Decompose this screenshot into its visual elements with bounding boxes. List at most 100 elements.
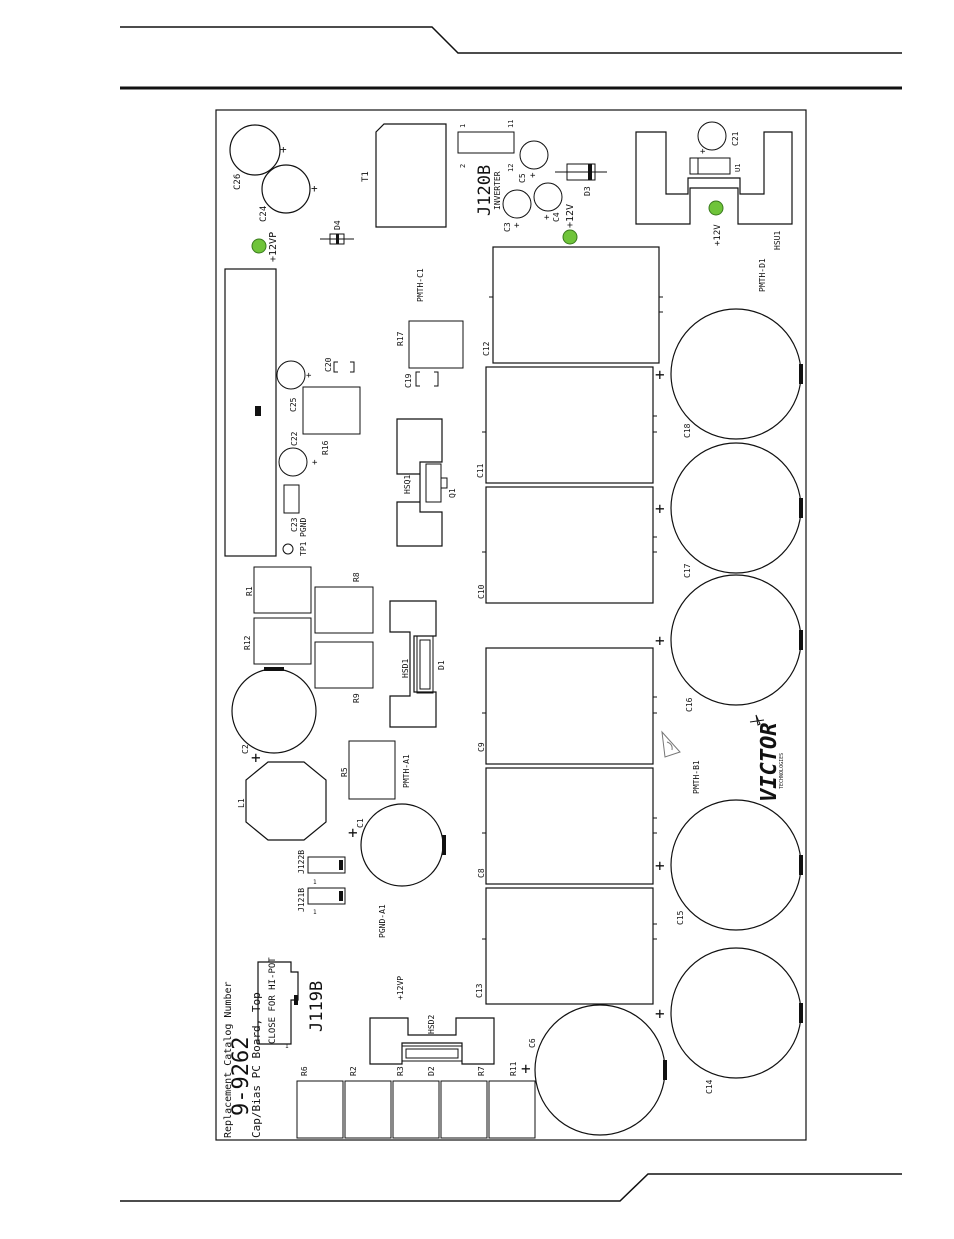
c1-band xyxy=(442,835,446,855)
j120b-connector xyxy=(457,131,515,154)
c5-plus: + xyxy=(530,171,536,181)
c26-capacitor xyxy=(229,124,281,176)
d3-label: D3 xyxy=(583,186,592,196)
hsd2-heatsink xyxy=(369,1017,495,1065)
c17-label: C17 xyxy=(683,563,692,578)
c26-plus: + xyxy=(280,143,287,156)
t1-transformer xyxy=(375,123,447,228)
c5-label: C5 xyxy=(518,173,527,183)
c8-film-capacitor xyxy=(485,767,654,885)
r6-resistor xyxy=(296,1080,344,1139)
j119b-label: J119B xyxy=(307,981,327,1032)
j120b-pin12: 12 xyxy=(507,164,515,172)
d1-diode xyxy=(416,635,434,694)
c12-film-capacitor xyxy=(492,246,660,364)
c18-label: C18 xyxy=(683,423,692,438)
j120b-label: J120B xyxy=(475,165,495,216)
pmth-d1-label: PMTH-D1 xyxy=(758,258,767,292)
c3-plus: + xyxy=(514,221,520,231)
r12-label: R12 xyxy=(243,635,252,650)
j121b-pin1: 1 xyxy=(313,909,317,916)
hipot-note: CLOSE FOR HI-POT xyxy=(268,957,278,1044)
testpoint-12v-b-label: +12V xyxy=(713,224,723,246)
j119b-pin1: 1 xyxy=(285,1043,289,1050)
board-outline xyxy=(215,109,807,1141)
c22-plus: + xyxy=(312,458,318,468)
c24-plus: + xyxy=(311,182,318,195)
j120b-pin1: 1 xyxy=(459,124,467,128)
pmth-b1-label: PMTH-B1 xyxy=(692,760,701,794)
hsd1-heatsink xyxy=(389,600,437,728)
catalog-number: 9-9262 xyxy=(229,1037,254,1116)
pmth-c1-label: PMTH-C1 xyxy=(416,268,425,302)
u1-label: U1 xyxy=(734,164,742,172)
c17-plus: + xyxy=(655,499,665,518)
header-rules xyxy=(120,26,902,90)
pmth-a1-label: PMTH-A1 xyxy=(402,754,411,788)
main-connector-key xyxy=(255,406,261,416)
esd-hand-icon xyxy=(666,741,673,751)
c17-band xyxy=(799,498,803,518)
c2-band xyxy=(264,667,284,671)
main-connector-block xyxy=(224,268,277,557)
victor-logo-sub: TECHNOLOGIES xyxy=(779,753,785,789)
c4-label: C4 xyxy=(552,212,561,222)
j122b-connector xyxy=(307,856,346,874)
c23-capacitor xyxy=(283,484,300,514)
j121b-label: J121B xyxy=(297,888,306,912)
j122b-key xyxy=(339,860,343,870)
c13-label: C13 xyxy=(475,983,484,998)
r2-resistor xyxy=(344,1080,392,1139)
c26-label: C26 xyxy=(233,174,243,190)
j120b-pin11: 11 xyxy=(507,120,515,128)
q1-transistor xyxy=(425,463,442,503)
j119b-key xyxy=(294,995,298,1005)
r8-resistor xyxy=(314,586,374,634)
c12-label: C12 xyxy=(482,341,491,356)
d1-inner xyxy=(419,639,431,690)
c1-capacitor xyxy=(360,803,444,887)
j121b-key xyxy=(339,891,343,901)
c18-band xyxy=(799,364,803,384)
r17-resistor xyxy=(408,320,464,369)
c2-label: C2 xyxy=(241,744,250,754)
d2-label: D2 xyxy=(427,1066,436,1076)
c14-plus: + xyxy=(655,1004,665,1023)
esd-warning-icon xyxy=(661,730,681,758)
c4-capacitor xyxy=(533,182,563,212)
p12vp-b-label: +12VP xyxy=(396,976,405,1000)
r3-label: R3 xyxy=(396,1066,405,1076)
c15-capacitor xyxy=(670,799,802,931)
d2-diode xyxy=(401,1045,463,1062)
r3-resistor xyxy=(392,1080,440,1139)
r12-resistor xyxy=(253,617,312,665)
c16-capacitor xyxy=(670,574,802,706)
r9-label: R9 xyxy=(352,693,361,703)
c2-capacitor xyxy=(231,668,317,754)
j121b-connector xyxy=(307,887,346,905)
hsu1-label: HSU1 xyxy=(773,231,782,250)
c15-band xyxy=(799,855,803,875)
c19-capacitor xyxy=(415,371,439,387)
c13-film-capacitor xyxy=(485,887,654,1005)
j122b-pin1: 1 xyxy=(313,879,317,886)
c6-band xyxy=(663,1060,667,1080)
c16-label: C16 xyxy=(685,697,694,712)
r1-label: R1 xyxy=(245,586,254,596)
c23-label: C23 xyxy=(290,517,299,532)
catalog-title: Replacement Catalog Number xyxy=(223,981,234,1138)
r16-resistor xyxy=(302,386,361,435)
d4-label: D4 xyxy=(333,220,342,230)
c9-label: C9 xyxy=(477,742,486,752)
testpoint-12vp xyxy=(251,238,267,254)
j122b-label: J122B xyxy=(297,850,306,874)
j120b-pin2: 2 xyxy=(459,164,467,168)
r5-resistor xyxy=(348,740,396,800)
c14-capacitor xyxy=(670,947,802,1079)
c5-capacitor xyxy=(519,140,549,170)
tp1-label: TP1 xyxy=(299,541,308,556)
q1-tab xyxy=(440,477,448,489)
victor-star-icon xyxy=(749,714,765,726)
inverter-label: INVERTER xyxy=(493,171,502,210)
r6-label: R6 xyxy=(300,1066,309,1076)
